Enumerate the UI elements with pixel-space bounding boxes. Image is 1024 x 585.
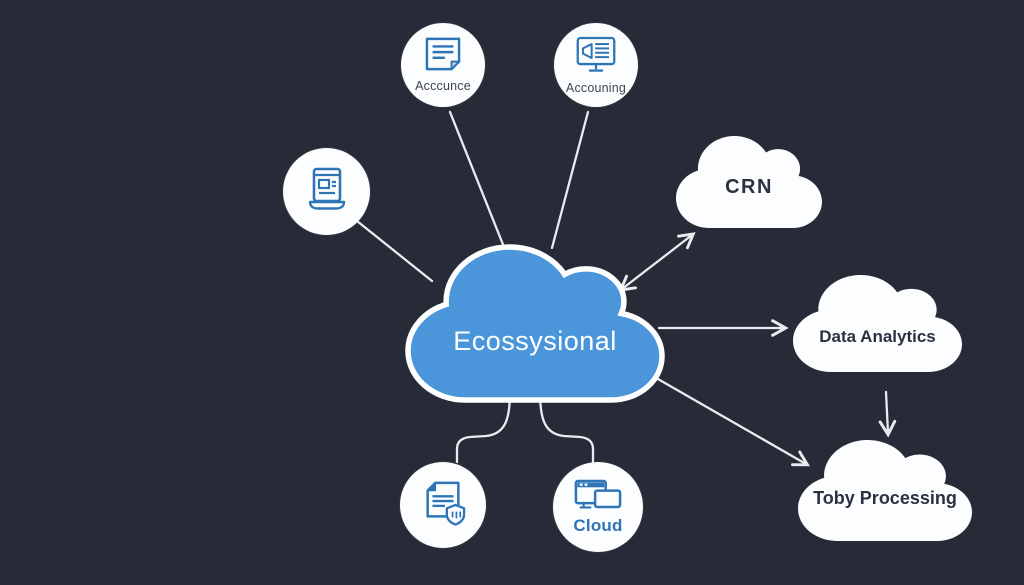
edge-center-tobyprocessing bbox=[642, 369, 811, 467]
node-accouning-label: Accouning bbox=[565, 80, 627, 95]
center-cloud-label: Ecossysional bbox=[453, 326, 617, 356]
center-cloud-shape bbox=[408, 247, 662, 400]
devices-cloud-icon bbox=[574, 479, 622, 515]
edge-acccunce-center bbox=[448, 110, 508, 254]
toby-processing-cloud-shape bbox=[798, 440, 973, 541]
crn-cloud-label: CRN bbox=[725, 176, 773, 198]
node-accouning: Accouning bbox=[554, 23, 638, 107]
node-cloud-label: Cloud bbox=[573, 515, 623, 535]
node-acccunce: Acccunce bbox=[401, 23, 485, 107]
data-analytics-cloud-label: Data Analytics bbox=[819, 327, 936, 346]
data-analytics-cloud-shape bbox=[793, 275, 963, 373]
crn-cloud-shape bbox=[676, 135, 822, 228]
edge-center-bottomright bbox=[538, 389, 595, 464]
edge-center-crn bbox=[618, 232, 696, 292]
connector-lines bbox=[355, 110, 897, 467]
edge-center-bottomleft bbox=[455, 389, 512, 464]
document-note-icon bbox=[424, 37, 462, 76]
node-cloud-devices: Cloud bbox=[553, 462, 643, 552]
document-hand-icon bbox=[420, 480, 466, 531]
node-tablet-document bbox=[283, 148, 370, 235]
node-acccunce-label: Acccunce bbox=[415, 79, 471, 93]
edge-accouning-center bbox=[550, 110, 590, 250]
node-document-hand bbox=[400, 462, 486, 548]
tablet-document-icon bbox=[304, 166, 350, 217]
monitor-announcement-icon bbox=[576, 36, 616, 78]
edge-dataanalytics-tobyprocessing bbox=[878, 390, 897, 438]
edge-left-center bbox=[355, 219, 434, 283]
toby-processing-cloud-label: Toby Processing bbox=[813, 488, 957, 508]
